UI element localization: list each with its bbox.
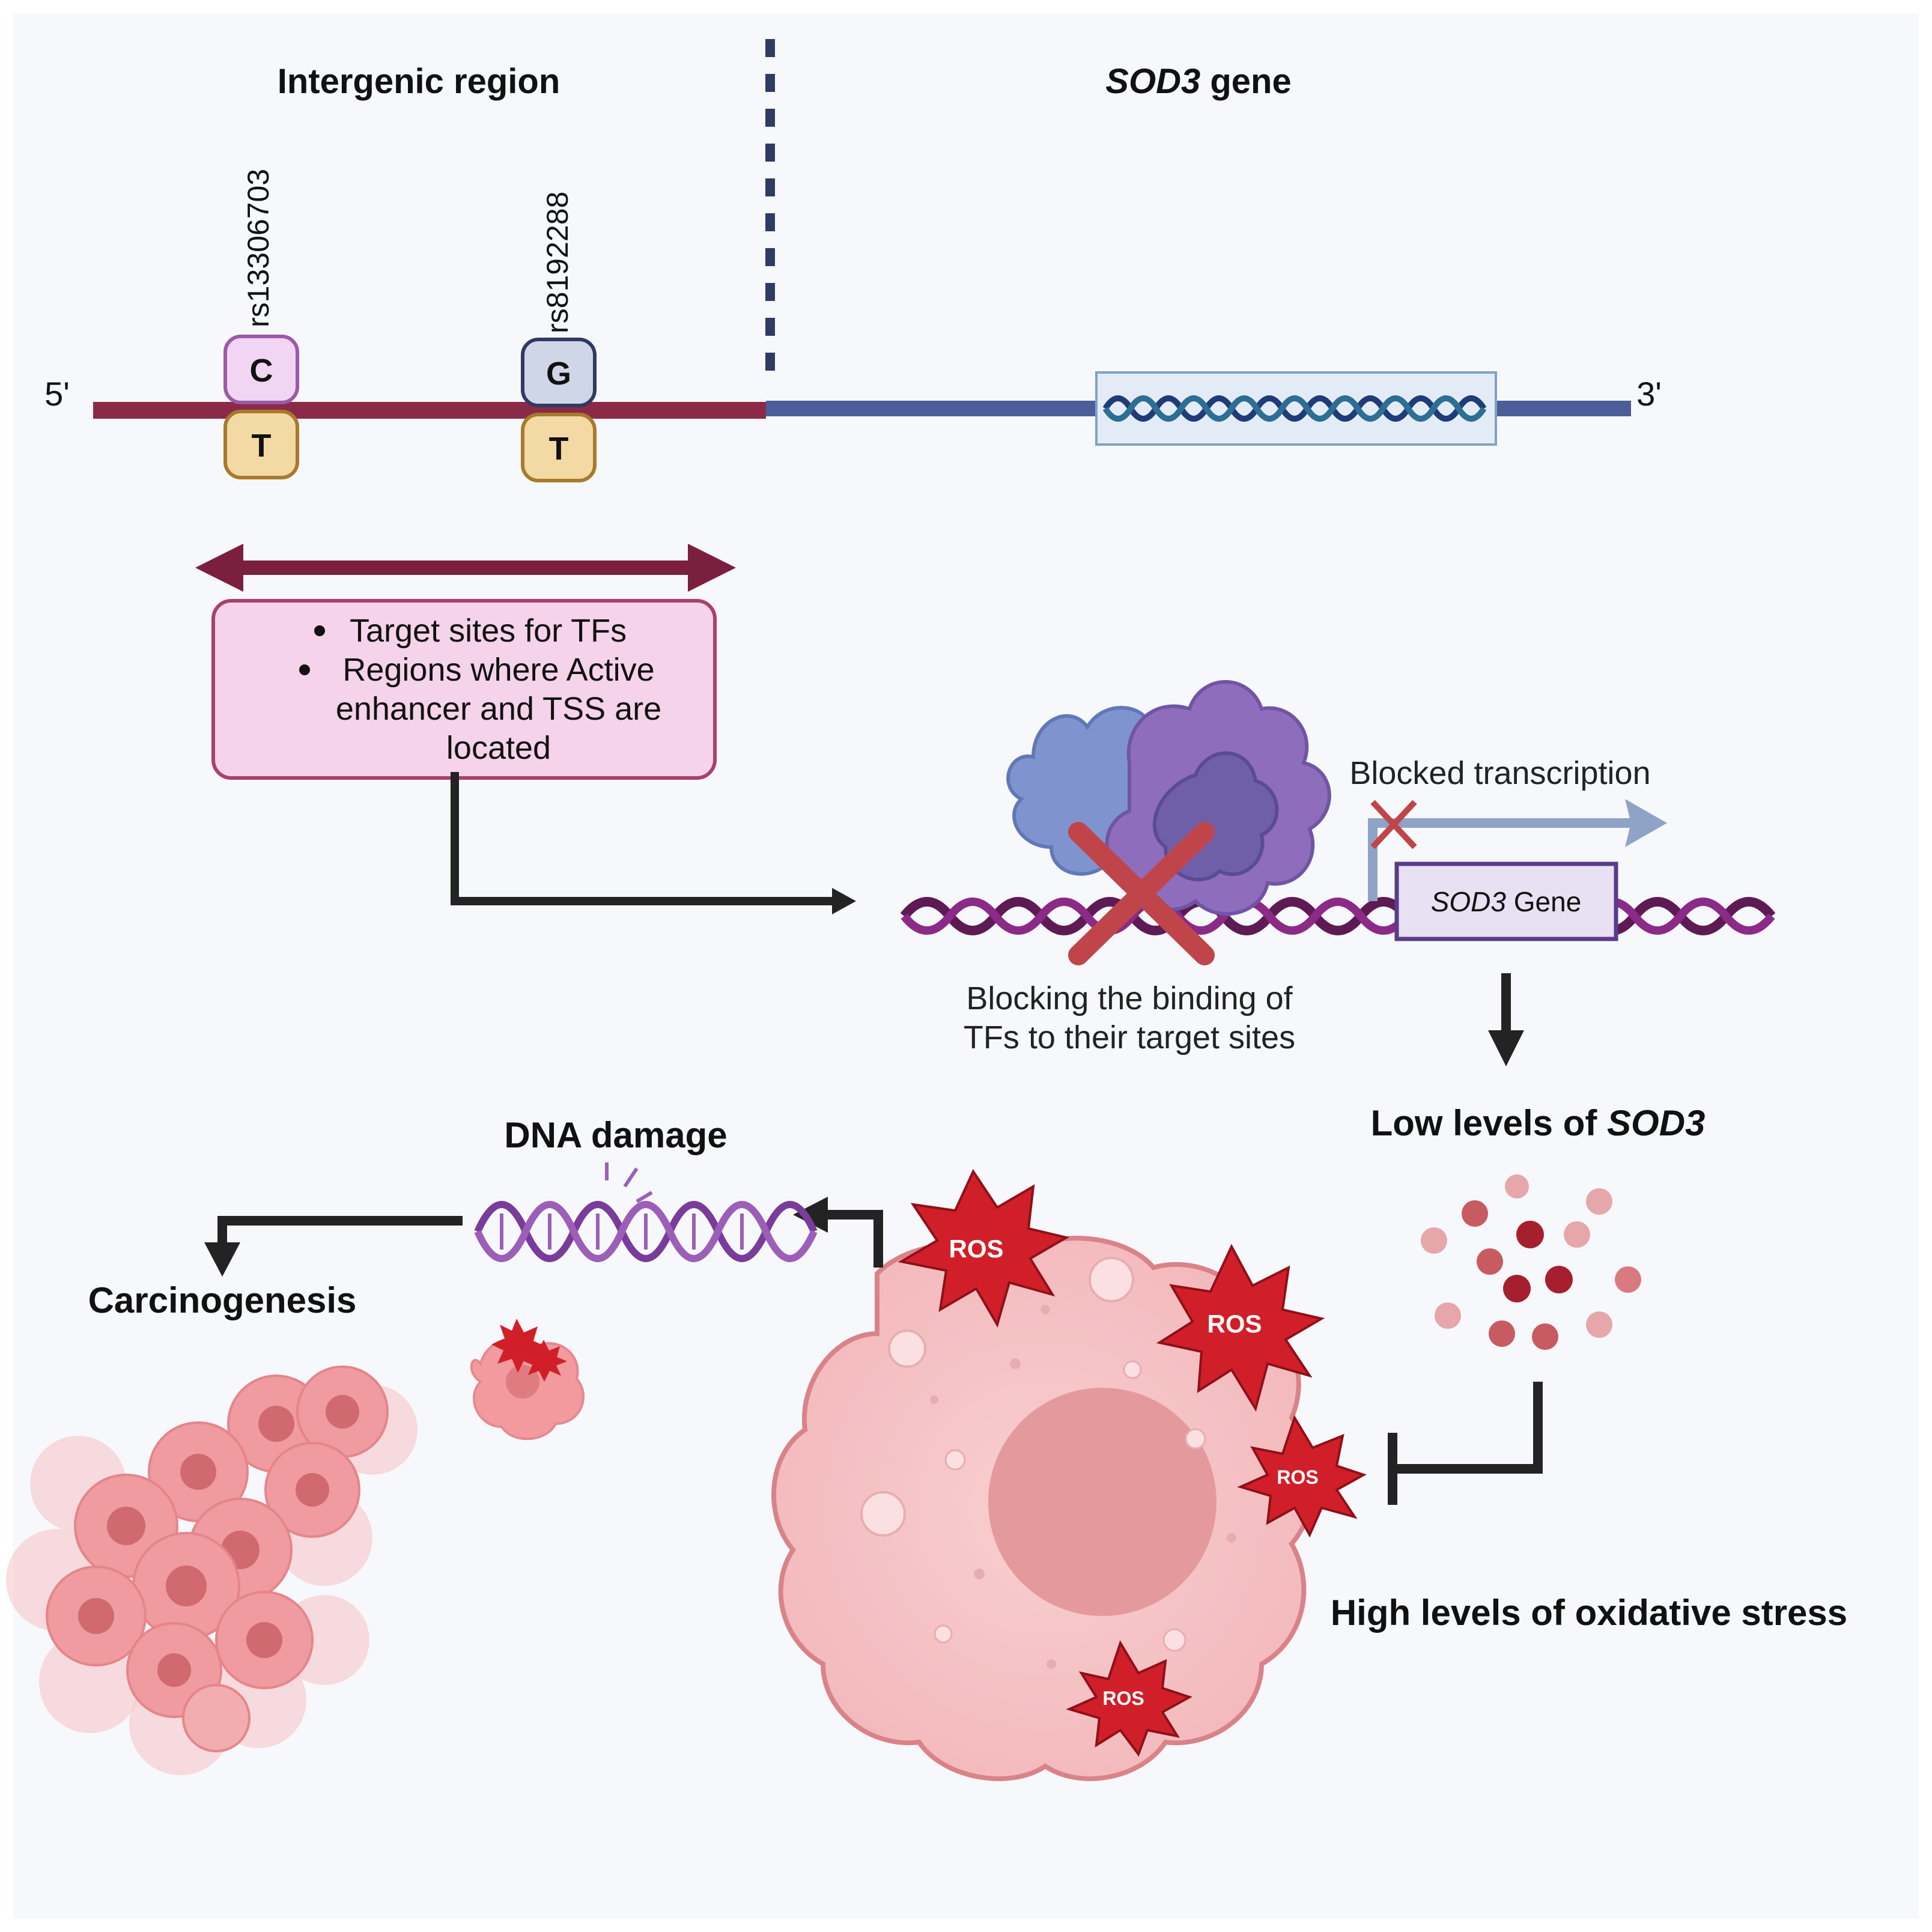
region-span-arrow bbox=[195, 544, 736, 592]
blocked-binding-cross bbox=[1068, 822, 1215, 965]
ros-label: ROS bbox=[1207, 1310, 1262, 1338]
ros-label: ROS bbox=[1277, 1466, 1318, 1488]
ros-label: ROS bbox=[1102, 1687, 1144, 1709]
oxidative-stress-title: High levels of oxidative stress bbox=[1331, 1593, 1847, 1633]
blocked-transcription-label: Blocked transcription bbox=[1349, 755, 1650, 791]
snp-id-label: rs13306703 bbox=[242, 169, 275, 327]
inhibition-arrow bbox=[1388, 1382, 1543, 1505]
damaged-cell-icon bbox=[470, 1319, 585, 1440]
sod3-gene-box-label: SOD3 Gene bbox=[1431, 886, 1582, 917]
blocking-binding-line-2: TFs to their target sites bbox=[964, 1019, 1295, 1056]
cell-nucleus bbox=[988, 1388, 1217, 1616]
gene-dna-box bbox=[1095, 371, 1497, 446]
snp-top-allele: C bbox=[250, 353, 273, 389]
ros-burst-4: ROS bbox=[1066, 1640, 1192, 1757]
snp-rs8192288: rs8192288 G T bbox=[521, 192, 597, 482]
ros-burst-3: ROS bbox=[1237, 1415, 1367, 1538]
info-bullet-1: Target sites for TFs bbox=[350, 613, 627, 649]
tumor-cell-cluster bbox=[6, 1365, 418, 1775]
blocking-binding-line-1: Blocking the binding of bbox=[966, 980, 1293, 1016]
info-bullet-2-line-1: Regions where Active bbox=[342, 652, 654, 688]
snp-top-allele: G bbox=[546, 356, 571, 392]
five-prime-label: 5' bbox=[44, 375, 70, 413]
info-bullet-2-line-2: enhancer and TSS are bbox=[336, 691, 661, 727]
transcription-blocked-cross bbox=[1370, 800, 1417, 849]
dna-damage-title: DNA damage bbox=[504, 1115, 727, 1155]
cell-to-dna-damage-arrow bbox=[823, 1210, 883, 1268]
snp-bottom-allele: T bbox=[252, 428, 272, 464]
info-bullet-2-line-3: located bbox=[446, 730, 551, 766]
snp-bottom-allele: T bbox=[549, 431, 569, 467]
stressed-cell bbox=[771, 1236, 1317, 1781]
sod3-gene-box: SOD3 Gene bbox=[1394, 861, 1618, 941]
three-prime-label: 3' bbox=[1636, 375, 1662, 413]
ros-burst-1: ROS bbox=[898, 1168, 1070, 1328]
low-levels-sod3-title: Low levels of SOD3 bbox=[1371, 1103, 1706, 1143]
info-to-binding-arrow bbox=[451, 772, 841, 905]
intergenic-region-title: Intergenic region bbox=[278, 62, 560, 101]
snp-rs13306703: rs13306703 C T bbox=[223, 169, 299, 479]
snp-id-label: rs8192288 bbox=[541, 192, 574, 333]
dna-damage-to-carcinogenesis-arrow bbox=[217, 1216, 463, 1247]
transcription-start-arrow bbox=[1368, 799, 1667, 901]
sod3-gene-title: SOD3 gene bbox=[1105, 62, 1291, 101]
ros-burst-2: ROS bbox=[1156, 1244, 1325, 1412]
ros-label: ROS bbox=[949, 1235, 1003, 1263]
sod3-molecules bbox=[1421, 1174, 1641, 1350]
tf-target-info-box: Target sites for TFs Regions where Activ… bbox=[211, 599, 717, 780]
carcinogenesis-title: Carcinogenesis bbox=[88, 1280, 357, 1320]
damaged-dna-icon bbox=[474, 1162, 818, 1262]
dna-double-helix bbox=[900, 897, 1776, 935]
